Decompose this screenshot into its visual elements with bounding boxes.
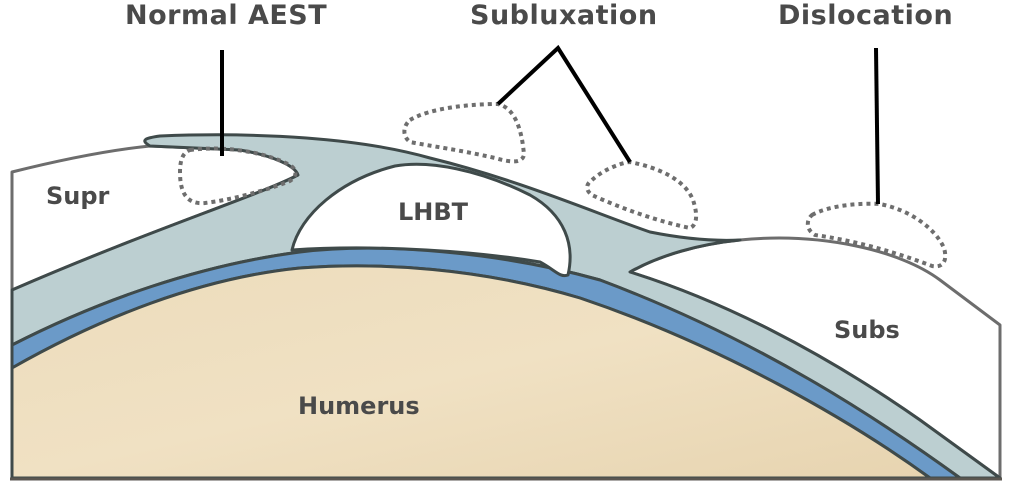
subluxation-leader-lines [496, 44, 632, 164]
dislocation-leader-line [874, 47, 880, 205]
dislocation-label: Dislocation [778, 0, 953, 31]
normal-aest-label: Normal AEST [125, 0, 327, 31]
lhbt-shape [290, 162, 572, 278]
subscapularis-label: Subs [834, 316, 900, 344]
normal-aest-dotted-region [177, 146, 298, 206]
humerus-shape [10, 264, 932, 480]
supraspinatus-label: Supr [46, 182, 110, 210]
humerus-label: Humerus [298, 392, 420, 420]
subluxation-label: Subluxation [470, 0, 658, 31]
lhbt-label: LHBT [398, 198, 469, 226]
subluxation-dotted-region-1 [402, 101, 527, 164]
